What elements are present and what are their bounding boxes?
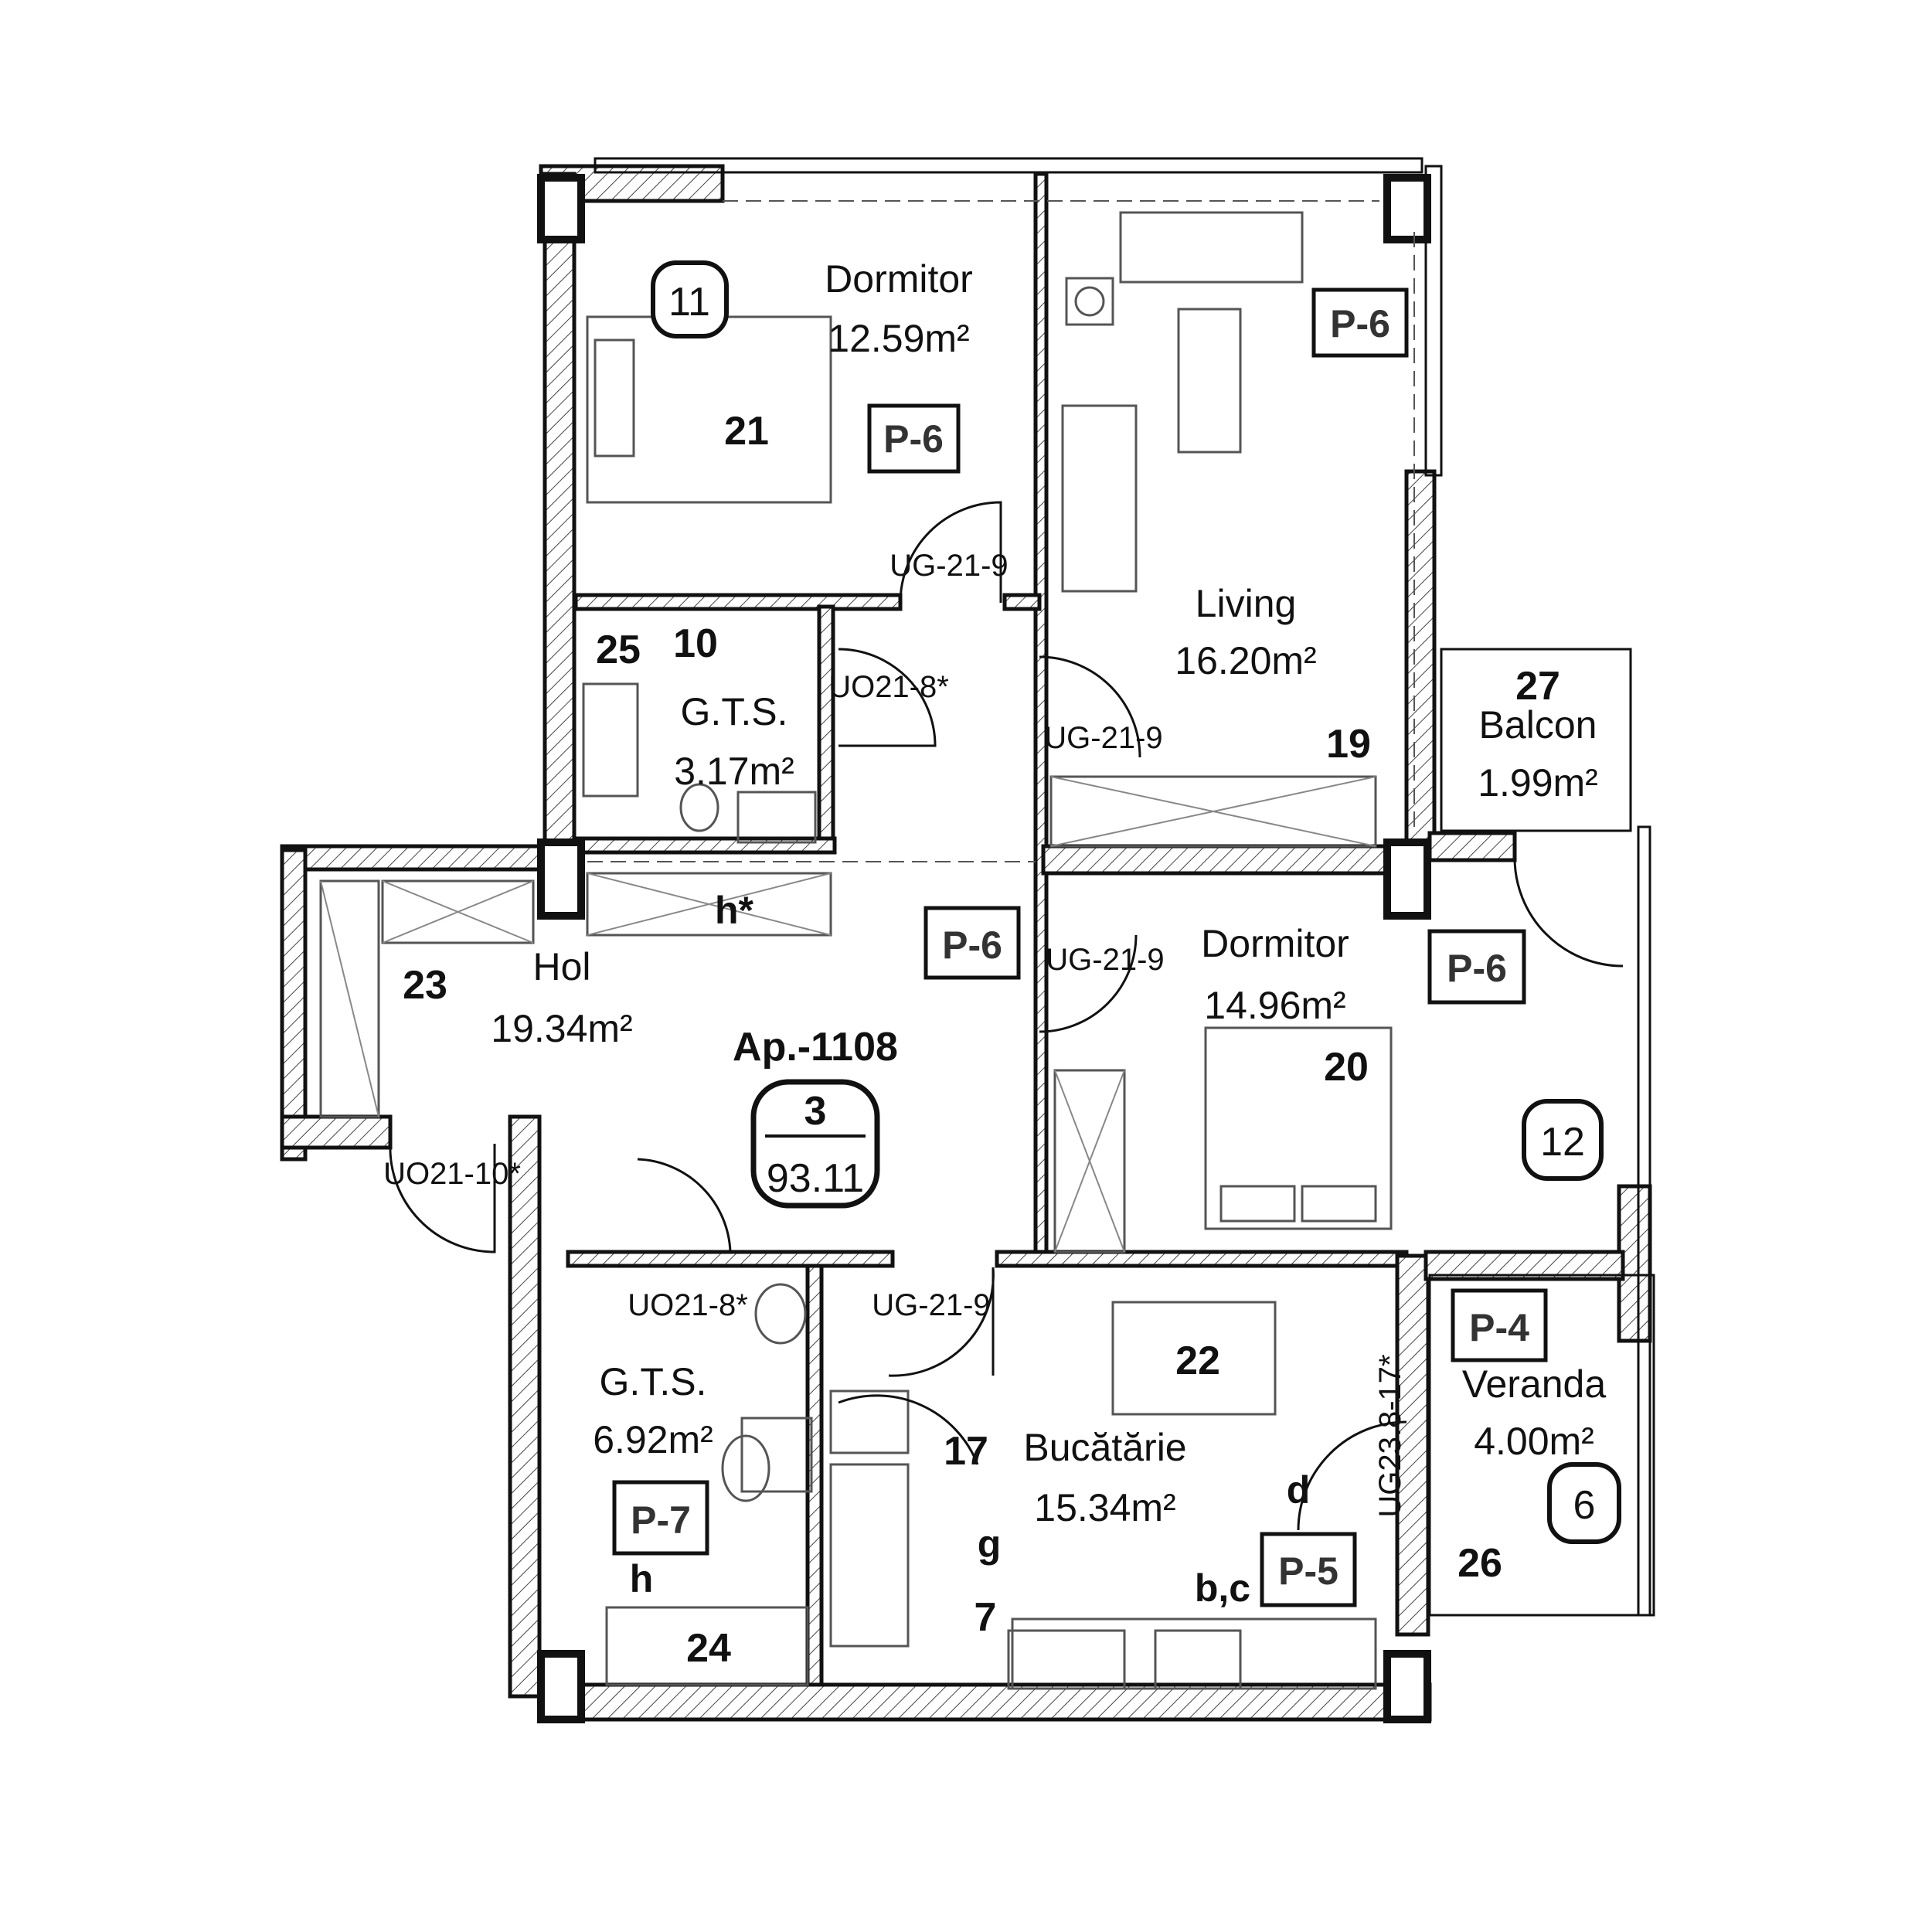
kitchen-area: 15.34m² [1034,1486,1175,1529]
svg-text:P-6: P-6 [883,417,944,461]
door-label-3: UG-21-9 [1044,721,1162,755]
svg-text:12: 12 [1540,1120,1585,1165]
marker-g: g [978,1522,1002,1566]
door-label-5: UO21-10* [383,1157,521,1191]
door-label-2: UO21-8* [828,670,949,704]
bath2-num: 24 [686,1626,731,1671]
bath2-area: 6.92m² [593,1418,713,1461]
kitchen-name: Bucătărie [1023,1426,1186,1469]
door-label-4: UG-21-9 [1046,943,1164,977]
svg-text:3: 3 [804,1089,827,1134]
hol-tag: P-6 [923,906,1021,980]
bedroom2-name: Dormitor [1201,922,1349,965]
marker-bc: b,c [1195,1566,1250,1610]
balcon-outline [1440,648,1632,832]
veranda-outline [1428,1274,1655,1617]
columns [537,174,1431,1723]
bedroom2-circle: 12 [1522,1099,1604,1181]
bedroom2-num: 20 [1324,1045,1369,1090]
svg-text:P-5: P-5 [1278,1549,1338,1593]
veranda-right-frame [1637,825,1651,1617]
door-label-8: UG23.8-17* [1373,1354,1407,1517]
bath1-num2: 25 [596,628,641,672]
veranda-name: Veranda [1462,1362,1606,1406]
bedroom1-area: 12.59m² [828,317,969,360]
hol-num: 23 [403,963,447,1008]
door-label-7: UG-21-9 [872,1288,990,1322]
living-tag: P-6 [1311,287,1409,358]
veranda-tag: P-4 [1451,1288,1548,1362]
svg-text:P-6: P-6 [1330,302,1390,345]
door-label-6: UO21-8* [628,1288,748,1322]
walls [280,157,1652,1722]
marker-d: d [1287,1468,1311,1512]
bath1-area: 3.17m² [674,750,794,793]
svg-text:P-4: P-4 [1469,1306,1529,1349]
bath1-num: 10 [673,621,718,666]
bath2-tag: P-7 [612,1480,709,1556]
marker-h: h [630,1557,654,1600]
apartment-badge: 3 93.11 [750,1079,880,1209]
furniture [319,211,1393,1690]
bath2-name: G.T.S. [600,1360,707,1403]
veranda-area: 4.00m² [1474,1420,1594,1463]
kitchen-num: 22 [1175,1338,1220,1383]
balcon-area: 1.99m² [1478,761,1598,804]
window-lines [587,200,1415,862]
marker-7: 7 [975,1595,997,1640]
balcon-num: 27 [1515,664,1560,709]
kitchen-tag: P-5 [1260,1532,1357,1607]
bedroom1-tag: P-6 [867,403,961,474]
living-area: 16.20m² [1175,639,1316,682]
door-swings [389,501,1624,1531]
svg-text:P-6: P-6 [1447,947,1507,990]
bedroom2-area: 14.96m² [1204,984,1345,1027]
veranda-circle: 6 [1547,1462,1621,1544]
svg-text:P-7: P-7 [631,1498,691,1542]
svg-text:6: 6 [1573,1483,1596,1528]
bedroom2-tag: P-6 [1427,929,1526,1005]
living-num: 19 [1326,722,1371,767]
marker-17: 17 [944,1429,988,1474]
bedroom1-name: Dormitor [825,257,973,301]
bedroom1-circle: 11 [651,260,729,338]
balcon-name: Balcon [1479,703,1597,747]
veranda-num: 26 [1458,1541,1502,1586]
apartment-id: Ap.-1108 [733,1025,898,1070]
living-name: Living [1196,582,1297,625]
svg-text:P-6: P-6 [942,923,1002,967]
bedroom1-num: 21 [724,409,769,454]
svg-text:93.11: 93.11 [767,1156,864,1201]
hol-name: Hol [532,945,590,988]
hol-area: 19.34m² [491,1007,632,1050]
marker-h-star: h* [715,889,754,932]
door-label-1: UG-21-9 [889,549,1008,583]
svg-text:11: 11 [668,280,710,325]
bath1-name: G.T.S. [681,690,788,733]
